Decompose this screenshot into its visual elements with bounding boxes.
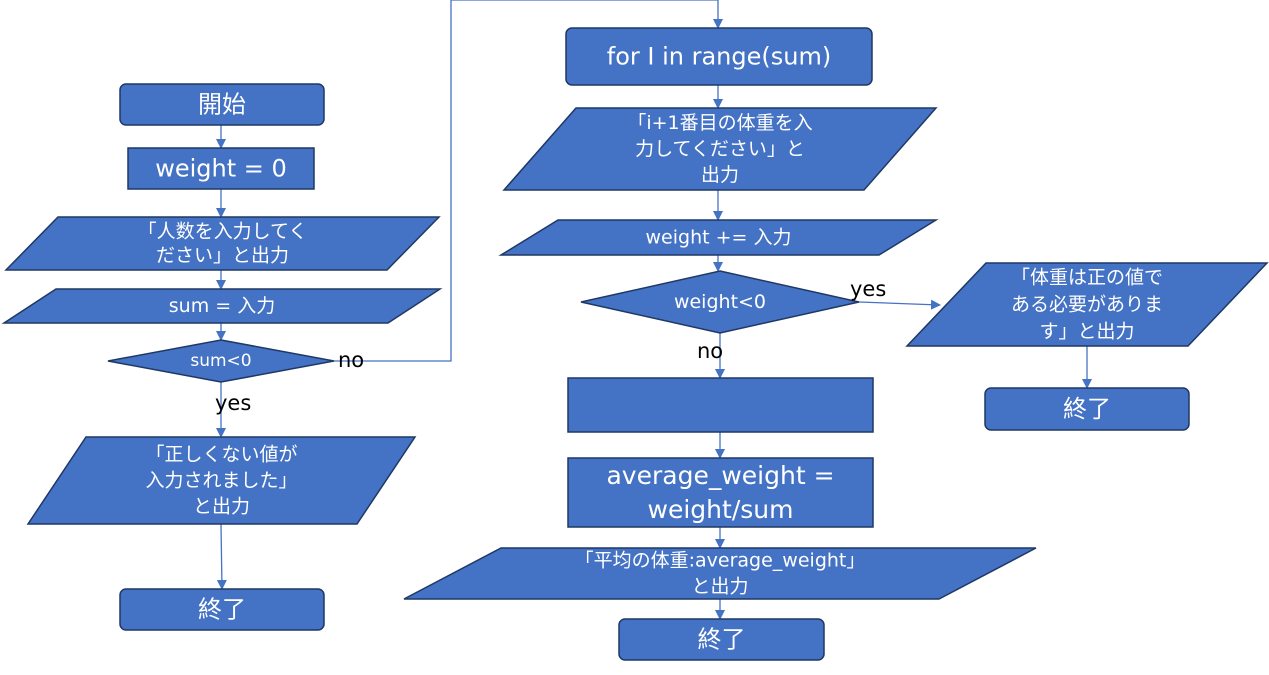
node-average-output: 「平均の体重:average_weight」と出力 [403, 547, 1037, 600]
node-end-center: 終了 [618, 618, 825, 661]
average-output-label-line: 「平均の体重:average_weight」 [575, 550, 866, 572]
edge-label-sum-yes: yes [215, 391, 251, 415]
check-weight-label-line: weight<0 [674, 291, 766, 313]
invalid-output-label-line: 「正しくない値が [145, 444, 297, 466]
start-shape [119, 83, 325, 126]
positive-output-label-line: ある必要がありま [1011, 294, 1163, 316]
end-right-shape [984, 387, 1190, 431]
input-sum-shape [1, 288, 443, 324]
end-left-shape [119, 588, 325, 631]
node-end-left: 終了 [119, 588, 325, 631]
prompt-count-label-line: ださい」と出力 [156, 245, 289, 267]
node-check-weight: weight<0 [580, 270, 860, 334]
node-check-sum: sum<0 [107, 339, 335, 383]
prompt-weight-label-line: 出力 [701, 164, 739, 186]
average-calc-label-line: average_weight = [606, 461, 834, 490]
input-sum-label-line: sum = 入力 [169, 295, 275, 317]
edge-invalid-to-end-left [216, 523, 227, 590]
for-loop-shape [565, 27, 873, 86]
edge-label-weight-no: no [697, 339, 723, 363]
check-weight-shape [580, 270, 860, 334]
invalid-output-shape [26, 436, 417, 525]
edge-label-sum-no: no [338, 348, 364, 372]
average-calc-label-line: weight/sum [648, 495, 794, 524]
end-left-label-line: 終了 [198, 596, 246, 624]
node-init-weight: weight = 0 [127, 147, 315, 190]
invalid-output-label-line: と出力 [193, 496, 250, 518]
end-center-label-line: 終了 [698, 626, 746, 654]
edge-label-weight-yes: yes [850, 277, 886, 301]
prompt-weight-label-line: 力してください」と [635, 138, 805, 160]
node-empty-box [567, 377, 874, 433]
node-start: 開始 [119, 83, 325, 126]
prompt-count-shape [4, 216, 441, 271]
node-input-sum: sum = 入力 [1, 288, 443, 324]
end-center-shape [618, 618, 825, 661]
positive-output-shape [905, 262, 1269, 347]
node-for-loop: for I in range(sum) [565, 27, 873, 86]
node-end-right: 終了 [984, 387, 1190, 431]
check-sum-shape [107, 339, 335, 383]
add-weight-shape [498, 219, 939, 256]
positive-output-label-line: す」と出力 [1039, 321, 1134, 343]
positive-output-label-line: 「体重は正の値で [1011, 267, 1163, 289]
invalid-output-label-line: 入力されました」 [145, 470, 297, 492]
node-average-calc: average_weight = weight/sum [567, 457, 874, 528]
prompt-weight-shape [502, 107, 938, 191]
average-output-shape [403, 547, 1037, 600]
init-weight-shape [127, 147, 315, 190]
average-calc-shape [567, 457, 874, 528]
start-label-line: 開始 [198, 91, 246, 119]
for-loop-label-line: for I in range(sum) [607, 43, 831, 71]
end-right-label-line: 終了 [1063, 395, 1111, 423]
init-weight-label-line: weight = 0 [155, 155, 287, 183]
empty-box-shape [567, 377, 874, 433]
check-sum-label-line: sum<0 [190, 351, 251, 371]
prompt-weight-label-line: 「i+1番目の体重を入 [627, 112, 812, 134]
add-weight-label-line: weight += 入力 [646, 227, 792, 249]
average-output-label-line: と出力 [691, 576, 748, 598]
prompt-count-label-line: 「人数を入力してく [138, 221, 308, 243]
edge-check-no-to-for-loop [334, 0, 723, 362]
node-add-weight: weight += 入力 [498, 219, 939, 256]
edge-check-weight-yes [858, 299, 941, 310]
